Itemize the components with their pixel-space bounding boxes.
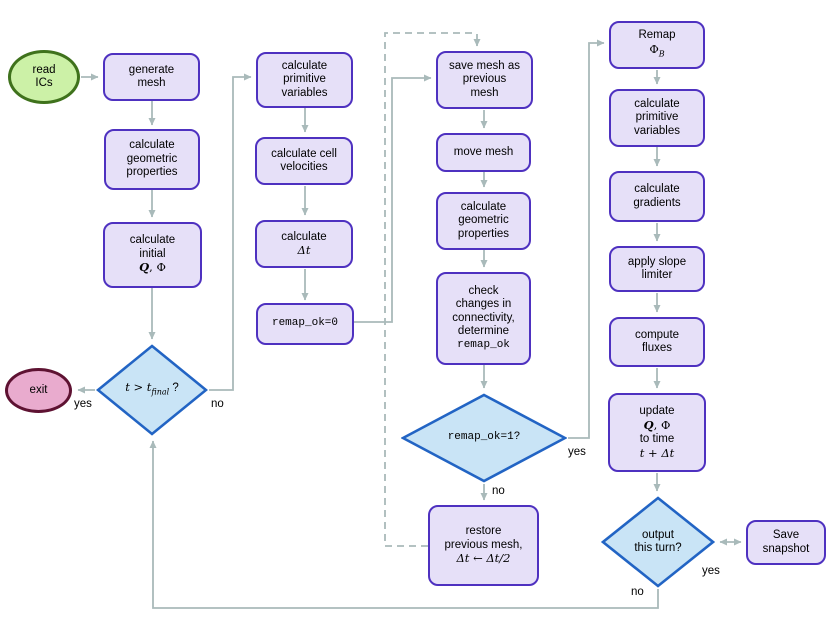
node-line: limiter (641, 269, 673, 281)
node-math-line: t > tfinal ? (125, 380, 179, 399)
node-line: apply slope (627, 255, 687, 268)
node-line: restore (465, 525, 502, 538)
node-line: geometric (126, 152, 178, 165)
node-line: remap_ok=1? (447, 431, 521, 444)
node-line: variables (281, 86, 328, 99)
edge-label-remap-no: no (492, 485, 505, 497)
node-calculate-geometric-properties-1: calculate geometric properties (104, 129, 200, 190)
node-calculate-primitive-variables-1: calculate primitive variables (256, 52, 353, 108)
node-move-mesh: move mesh (436, 133, 531, 172)
node-math-line: Q, Φ (139, 261, 166, 276)
node-line: changes in (455, 298, 512, 311)
delta-t-symbol: Δt (297, 243, 311, 257)
node-save-snapshot: Save snapshot (746, 520, 826, 565)
node-line: to time (639, 433, 675, 445)
node-line: primitive (283, 73, 326, 86)
node-line: previous (462, 73, 507, 86)
node-save-mesh-as-previous: save mesh as previous mesh (436, 51, 533, 109)
node-calculate-gradients: calculate gradients (609, 171, 705, 222)
node-line: gradients (633, 196, 681, 209)
node-line: calculate (281, 59, 328, 72)
decision-remap-ok: remap_ok=1? (401, 393, 567, 483)
node-line: Save (772, 529, 800, 541)
t-symbol: t > t (125, 380, 152, 395)
phi-symbol: , Φ (653, 417, 671, 432)
node-line: calculate (129, 234, 176, 247)
b-subscript: B (658, 49, 665, 59)
node-calculate-geometric-properties-2: calculate geometric properties (436, 192, 531, 250)
node-line: move mesh (453, 145, 514, 158)
node-line: geometric (458, 214, 509, 227)
edge-label-output-yes: yes (702, 565, 720, 577)
node-calculate-dt: calculate Δt (255, 220, 353, 268)
node-read-ics-label2: ICs (35, 77, 53, 89)
node-calculate-primitive-variables-2: calculate primitive variables (609, 89, 705, 147)
node-line: calculate (129, 139, 175, 152)
node-line: properties (126, 166, 178, 179)
node-line: generate (128, 63, 175, 76)
node-line: snapshot (762, 542, 810, 555)
node-line: remap_ok=0 (271, 317, 338, 330)
node-line: mesh (470, 86, 499, 99)
q-symbol: Q (139, 260, 150, 275)
node-compute-fluxes: compute fluxes (609, 317, 705, 367)
node-line: fluxes (641, 342, 673, 354)
node-exit: exit (5, 368, 72, 413)
node-line: save mesh as (449, 59, 520, 72)
node-line: calculate (634, 97, 680, 110)
node-calculate-cell-velocities: calculate cell velocities (255, 137, 353, 185)
node-line: primitive (635, 111, 679, 124)
node-line: compute (634, 328, 680, 341)
decision-t-greater-tfinal: t > tfinal ? (96, 344, 208, 436)
question-mark: ? (169, 382, 179, 395)
node-line: calculate (281, 230, 327, 243)
node-line: determine (457, 325, 510, 338)
final-subscript: final (151, 387, 170, 397)
decision-t-greater-tfinal-label: t > tfinal ? (96, 344, 208, 436)
node-line: initial (139, 247, 166, 260)
t-plus-dt-expression: t + Δt (639, 445, 675, 460)
node-read-ics: read ICs (8, 50, 80, 104)
node-apply-slope-limiter: apply slope limiter (609, 246, 705, 292)
node-line: previous mesh, (444, 538, 523, 551)
node-line: connectivity, (452, 311, 515, 324)
node-line: Remap (638, 29, 676, 42)
node-remap-ok-0: remap_ok=0 (256, 303, 354, 345)
node-read-ics-label: read (32, 63, 56, 76)
decision-remap-ok-label: remap_ok=1? (401, 393, 567, 483)
node-update-q-phi: update Q, Φ to time t + Δt (608, 393, 706, 472)
decision-output-this-turn-label: output this turn? (601, 496, 715, 588)
node-line: calculate (634, 183, 680, 195)
edge-label-tfinal-no: no (211, 398, 224, 410)
node-line: calculate (460, 200, 507, 213)
node-math-line: ΦB (649, 41, 665, 61)
edge-label-remap-yes: yes (568, 446, 586, 458)
node-line: variables (633, 124, 681, 137)
node-remap-phi-b: Remap ΦB (609, 21, 705, 69)
node-exit-label: exit (29, 383, 48, 396)
delta-t-halve-expression: Δt ← Δt/2 (456, 551, 511, 566)
node-line: this turn? (634, 542, 682, 554)
node-line: mesh (137, 77, 166, 89)
node-calculate-initial-q-phi: calculate initial Q, Φ (103, 222, 202, 288)
node-line: update (639, 405, 675, 417)
node-line: remap_ok (457, 338, 510, 351)
node-line: check (468, 284, 499, 297)
node-line: velocities (280, 161, 328, 173)
node-line: calculate cell (271, 147, 337, 160)
edge-label-tfinal-yes: yes (74, 398, 92, 410)
edge-label-output-no: no (631, 586, 644, 598)
node-generate-mesh: generate mesh (103, 53, 200, 101)
node-line: output (642, 528, 674, 541)
node-check-connectivity-changes: check changes in connectivity, determine… (436, 272, 531, 365)
node-math-line: Q, Φ (643, 417, 671, 434)
q-symbol: Q (643, 417, 654, 432)
node-line: properties (457, 227, 510, 240)
phi-symbol: , Φ (149, 260, 166, 275)
phi-symbol: Φ (649, 41, 659, 56)
decision-output-this-turn: output this turn? (601, 496, 715, 588)
node-restore-previous-mesh: restore previous mesh, Δt ← Δt/2 (428, 505, 539, 586)
